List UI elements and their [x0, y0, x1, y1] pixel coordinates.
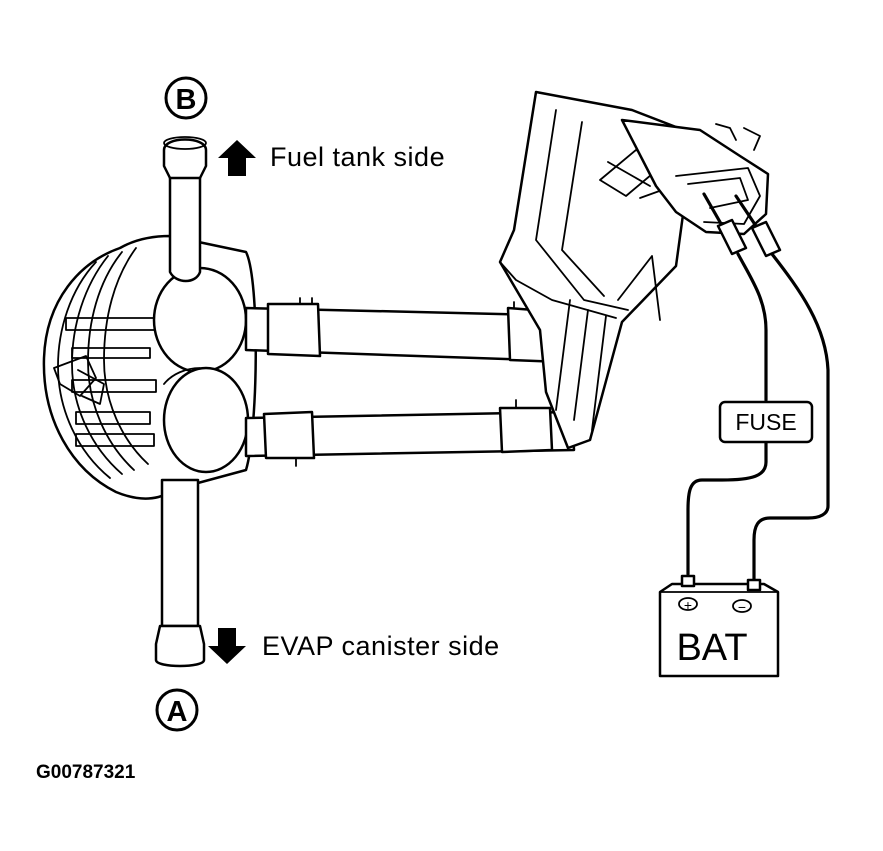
port-b-marker: B: [164, 76, 208, 120]
figure-id: G00787321: [36, 762, 136, 783]
down-arrow-icon: [208, 628, 246, 664]
fuse: FUSE: [718, 400, 814, 444]
fuel-tank-side-label: Fuel tank side: [270, 142, 445, 172]
fuse-label: FUSE: [735, 409, 796, 435]
battery-label: BAT: [676, 627, 747, 669]
port-b-nipple: [162, 136, 208, 283]
port-b-label: B: [176, 84, 197, 116]
evap-canister-side-label: EVAP canister side: [262, 631, 500, 661]
valve-body: [42, 234, 258, 500]
wiring: [686, 192, 830, 582]
battery: + − BAT: [658, 574, 780, 678]
port-a-marker: A: [155, 688, 199, 732]
port-a-label: A: [167, 696, 188, 728]
solenoid-housing: [498, 90, 770, 450]
up-arrow-icon: [218, 140, 256, 176]
battery-plus-label: +: [684, 597, 692, 613]
port-a-nipple: [154, 478, 206, 668]
battery-minus-label: −: [738, 599, 746, 615]
